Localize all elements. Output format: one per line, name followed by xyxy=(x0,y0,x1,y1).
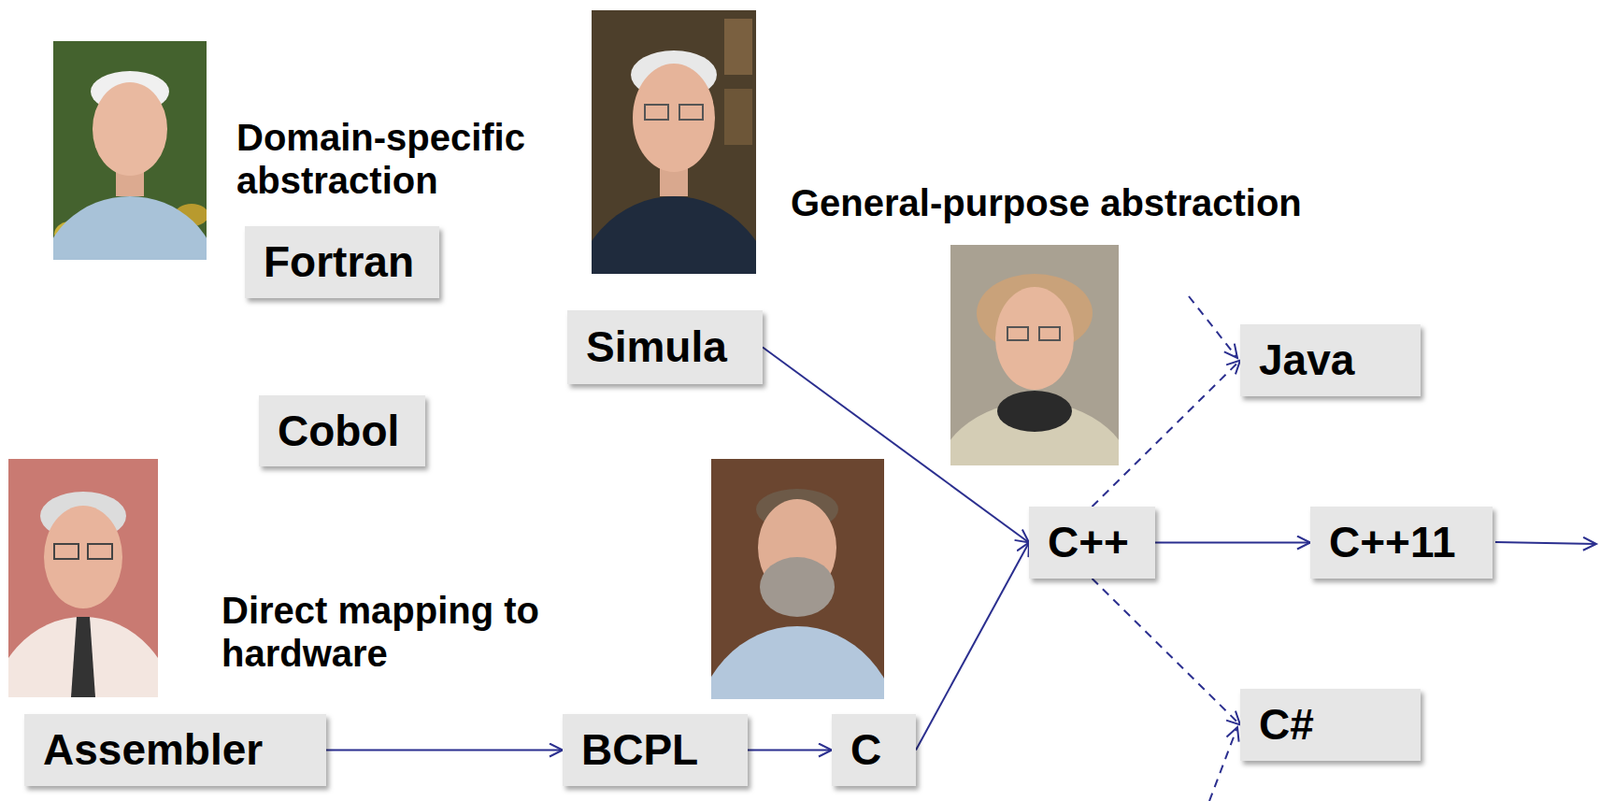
language-name: C xyxy=(850,726,898,774)
portrait-photo xyxy=(53,41,207,260)
language-name: Java xyxy=(1258,336,1402,385)
language-name: Cobol xyxy=(277,407,407,456)
language-name: Fortran xyxy=(263,238,421,286)
face xyxy=(995,286,1074,390)
portrait-photo xyxy=(950,244,1119,466)
language-name: C# xyxy=(1258,700,1402,749)
section-label: Direct mapping to hardware xyxy=(221,588,570,675)
language-box: Simula xyxy=(567,310,763,385)
language-box: C xyxy=(831,714,916,786)
glasses xyxy=(87,543,113,559)
shirt xyxy=(53,196,207,260)
bookshelf xyxy=(724,88,753,145)
portrait-photo xyxy=(8,458,158,698)
glasses xyxy=(644,104,669,120)
face xyxy=(92,82,168,176)
face xyxy=(632,63,715,172)
glasses xyxy=(679,104,703,120)
lineage-arrow xyxy=(747,749,832,752)
section-label: General-purpose abstraction xyxy=(790,181,1371,225)
language-box: C++ xyxy=(1028,506,1156,579)
bookshelf xyxy=(724,18,753,75)
language-name: BCPL xyxy=(581,726,729,774)
glasses xyxy=(1039,327,1060,341)
lineage-arrow xyxy=(326,749,563,752)
influence-arrow xyxy=(1092,360,1242,508)
language-name: C++ xyxy=(1047,518,1137,567)
tie xyxy=(71,616,96,698)
language-box: BCPL xyxy=(562,714,748,786)
language-box: Java xyxy=(1240,324,1421,397)
portrait-photo xyxy=(711,458,885,700)
outgoing-arrow xyxy=(1495,542,1597,544)
language-box: Assembler xyxy=(24,714,327,786)
lineage-arrow xyxy=(1155,542,1311,544)
shirt xyxy=(8,616,158,698)
influence-arrow xyxy=(1092,578,1242,726)
glasses xyxy=(54,543,79,559)
language-name: C++11 xyxy=(1328,518,1474,567)
portrait-photo xyxy=(591,10,757,274)
glasses xyxy=(1007,327,1029,341)
language-name: Assembler xyxy=(42,726,308,774)
jacket xyxy=(591,196,757,274)
lineage-arrow xyxy=(762,347,1029,543)
language-box: Fortran xyxy=(244,226,440,299)
scarf xyxy=(997,390,1072,432)
language-box: C++11 xyxy=(1310,506,1493,579)
shirt xyxy=(711,626,885,700)
beard xyxy=(759,557,835,617)
face xyxy=(43,505,123,609)
language-box: C# xyxy=(1240,688,1421,761)
language-box: Cobol xyxy=(258,395,426,467)
language-name: Simula xyxy=(585,323,744,372)
lineage-arrow xyxy=(915,542,1029,751)
incoming-dashed-arrow xyxy=(1209,727,1238,801)
section-label: Domain-specific abstraction xyxy=(236,115,559,202)
incoming-dashed-arrow xyxy=(1188,296,1238,358)
